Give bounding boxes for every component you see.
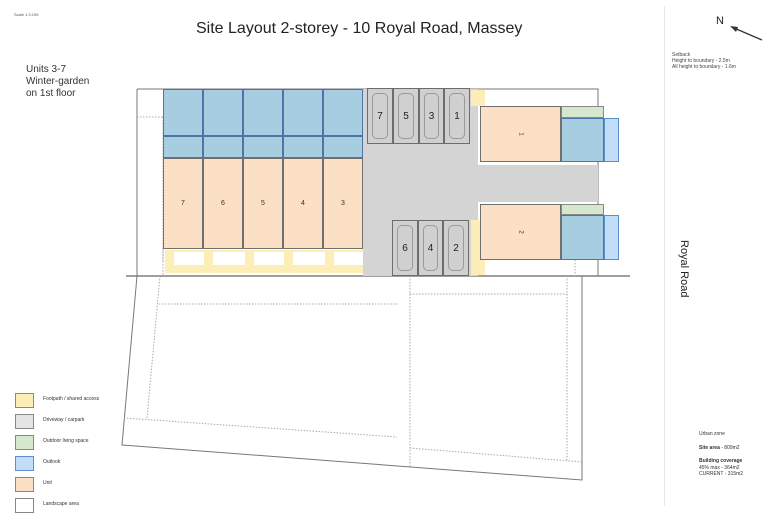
legend-swatch bbox=[15, 498, 34, 513]
parking-label: 3 bbox=[428, 110, 435, 122]
north-arrow-icon bbox=[730, 26, 763, 41]
parking-space-4[interactable]: 4 bbox=[418, 220, 443, 276]
unit-5[interactable]: 5 bbox=[243, 158, 283, 249]
legend-label: Unit bbox=[43, 480, 52, 486]
coverage-current: CURRENT - 315m2 bbox=[699, 471, 744, 477]
footpath-gap bbox=[334, 252, 363, 265]
coverage-max: 45% max - 364m2 bbox=[699, 464, 740, 471]
zone-label: Urban zone bbox=[699, 431, 725, 437]
unit-6[interactable]: 6 bbox=[203, 158, 243, 249]
north-label: N bbox=[716, 15, 724, 27]
parking-space-2[interactable]: 2 bbox=[443, 220, 469, 276]
footpath-gap bbox=[174, 252, 204, 265]
legend-swatch bbox=[15, 456, 34, 471]
parking-label: 6 bbox=[402, 242, 408, 254]
driveway-access bbox=[478, 165, 598, 202]
winter-garden bbox=[283, 136, 323, 158]
unit-label: 7 bbox=[181, 200, 185, 207]
coverage-title: Building coverage bbox=[699, 458, 743, 464]
unit-1[interactable]: 1 bbox=[480, 106, 561, 162]
parking-space-7[interactable]: 7 bbox=[367, 88, 393, 144]
winter-garden bbox=[323, 136, 363, 158]
setback-line: Height to boundary - 2.5m bbox=[672, 58, 730, 64]
outlook-area bbox=[323, 89, 363, 136]
legend-label: Footpath / shared access bbox=[43, 396, 100, 402]
footpath-gap bbox=[293, 252, 325, 265]
site-area-value: - 809m2 bbox=[719, 444, 740, 451]
divider bbox=[664, 6, 665, 506]
parking-label: 4 bbox=[427, 242, 434, 254]
note-line: on 1st floor bbox=[26, 88, 76, 99]
setback-title: Setback bbox=[672, 52, 691, 58]
unit-label: 4 bbox=[301, 200, 305, 207]
footpath-gap bbox=[213, 252, 245, 265]
winter-garden bbox=[203, 136, 243, 158]
unit-7[interactable]: 7 bbox=[163, 158, 203, 249]
parking-label: 5 bbox=[403, 110, 409, 122]
legend-item-unit: Unit bbox=[15, 477, 175, 493]
site-area-label: Site area bbox=[699, 444, 720, 451]
legend-item-driveway: Driveway / carpark bbox=[15, 414, 175, 430]
setback-notes: Setback Height to boundary - 2.5m All he… bbox=[672, 52, 736, 70]
site-area: Site area - 809m2 bbox=[699, 445, 743, 452]
outlook-area bbox=[203, 89, 243, 136]
unit-label: 3 bbox=[341, 200, 345, 207]
unit-label: 5 bbox=[261, 200, 265, 207]
legend-label: Outlook bbox=[43, 459, 61, 465]
unit-2[interactable]: 2 bbox=[480, 204, 561, 260]
footpath-gap bbox=[254, 252, 284, 265]
outlook-area bbox=[604, 118, 619, 162]
parking-label: 1 bbox=[454, 110, 460, 122]
outlook-area bbox=[163, 89, 203, 136]
unit-3[interactable]: 3 bbox=[323, 158, 363, 249]
legend-swatch bbox=[15, 414, 34, 429]
unit-label: 1 bbox=[517, 132, 524, 136]
note-line: Winter-garden bbox=[26, 76, 90, 87]
legend-swatch bbox=[15, 393, 34, 408]
legend-item-outdoor-living: Outdoor living space bbox=[15, 435, 175, 451]
outlook-area bbox=[283, 89, 323, 136]
parking-space-3[interactable]: 3 bbox=[419, 88, 444, 144]
legend-label: Landscape area bbox=[43, 501, 79, 507]
note-line: Units 3-7 bbox=[26, 64, 67, 75]
parking-space-6[interactable]: 6 bbox=[392, 220, 418, 276]
outdoor-living-space bbox=[561, 204, 604, 215]
parking-space-5[interactable]: 5 bbox=[393, 88, 419, 144]
parking-label: 7 bbox=[377, 110, 383, 122]
outdoor-living-space bbox=[561, 106, 604, 118]
unit-label: 2 bbox=[517, 230, 524, 234]
parking-label: 2 bbox=[453, 242, 459, 254]
legend-swatch bbox=[15, 477, 34, 492]
legend: Footpath / shared access Driveway / carp… bbox=[0, 390, 170, 513]
unit-4[interactable]: 4 bbox=[283, 158, 323, 249]
page-title: Site Layout 2-storey - 10 Royal Road, Ma… bbox=[196, 20, 523, 37]
outlook-area bbox=[243, 89, 283, 136]
parking-space-1[interactable]: 1 bbox=[444, 88, 470, 144]
legend-label: Outdoor living space bbox=[43, 438, 89, 444]
winter-garden bbox=[243, 136, 283, 158]
setback-line: All height to boundary - 1.6m bbox=[672, 64, 736, 70]
outlook-area bbox=[561, 118, 604, 162]
winter-garden bbox=[163, 136, 203, 158]
site-info: Urban zone Site area - 809m2 Building co… bbox=[699, 431, 743, 478]
legend-label: Driveway / carpark bbox=[43, 417, 85, 423]
scale-label: Scale 1:3.196 bbox=[14, 12, 39, 17]
footpath-front bbox=[471, 90, 485, 106]
legend-item-outlook: Outlook bbox=[15, 456, 175, 472]
outlook-area bbox=[561, 215, 604, 260]
outlook-area bbox=[604, 215, 619, 260]
legend-item-footpath: Footpath / shared access bbox=[15, 393, 175, 409]
unit-label: 6 bbox=[221, 200, 225, 207]
legend-swatch bbox=[15, 435, 34, 450]
units-note: Units 3-7 Winter-garden on 1st floor bbox=[26, 64, 89, 100]
coverage-label: Building coverage bbox=[699, 458, 743, 465]
